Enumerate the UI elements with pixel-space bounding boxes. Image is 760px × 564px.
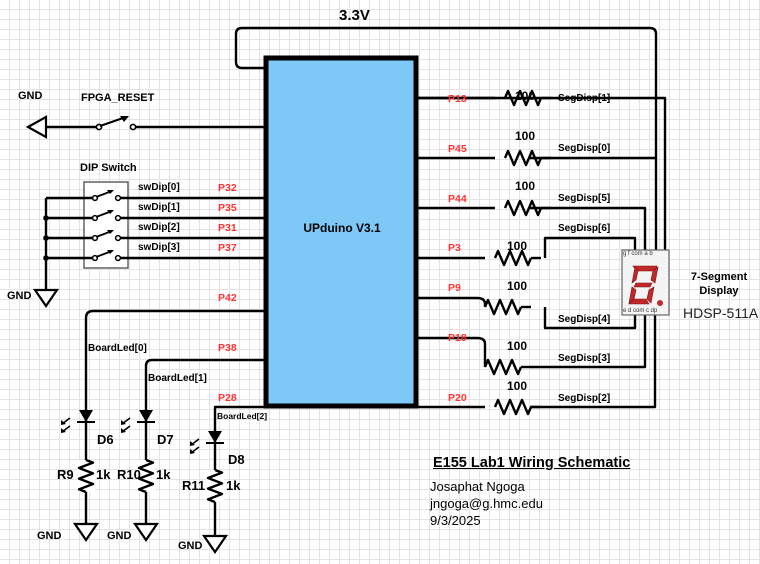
dip-switch-body[interactable]	[83, 181, 129, 269]
decimal-point	[657, 300, 663, 306]
seg-pin-4: P9	[448, 282, 461, 294]
resistor-icon-4	[483, 298, 523, 316]
seg-net-6: SegDisp[2]	[558, 393, 611, 404]
resistor-icon-6	[493, 398, 533, 416]
seg-pin-5: P18	[448, 332, 467, 344]
display-top-pins: g f com a b	[623, 251, 653, 257]
seg-wire-5	[418, 336, 487, 367]
resistor-icon-1	[503, 149, 543, 167]
seg-res-0: 100	[515, 89, 536, 103]
segment-e	[628, 286, 637, 304]
dip-pin-1: P35	[218, 202, 237, 214]
dip-gnd-label: GND	[7, 290, 32, 302]
seg-res-6: 100	[507, 379, 528, 393]
dip-switch-title: DIP Switch	[80, 162, 137, 174]
resistor-icon-2	[503, 199, 543, 217]
author-name: Josaphat Ngoga	[430, 479, 525, 494]
led-diode-1: D7	[157, 432, 174, 447]
led-resistor-icon-0	[77, 458, 95, 494]
segment-g	[633, 282, 653, 288]
display-part-number: HDSP-511A	[683, 305, 759, 321]
seg-res-1: 100	[515, 129, 536, 143]
led-res-value-1: 1k	[156, 467, 171, 482]
seg-res-4: 100	[507, 279, 528, 293]
seg-pin-6: P20	[448, 392, 467, 404]
reset-gnd-icon	[25, 115, 48, 139]
led-diode-icon-2	[208, 431, 222, 443]
led-diode-icon-1	[139, 410, 153, 422]
seg-pin-2: P44	[448, 193, 467, 205]
led-resistor-icon-1	[137, 458, 155, 494]
led-gnd-0: GND	[37, 530, 62, 542]
seg-net-5: SegDisp[3]	[558, 353, 611, 364]
reset-switch-label: FPGA_RESET	[81, 92, 155, 104]
segment-bus-wires	[418, 96, 667, 409]
led-pin-2: P28	[218, 392, 237, 404]
led-diode-0: D6	[97, 432, 114, 447]
seg-net-3: SegDisp[6]	[558, 223, 611, 234]
dip-gnd-icon	[32, 288, 60, 308]
dip-pin-2: P31	[218, 222, 237, 234]
segment-f	[631, 266, 639, 284]
led1-wire	[144, 358, 266, 500]
gnd-icon-1	[132, 522, 160, 542]
dip-net-0: swDip[0]	[138, 182, 180, 193]
led-net-1: BoardLed[1]	[148, 373, 207, 384]
dip-net-2: swDip[2]	[138, 222, 180, 233]
seven-segment-digit-icon	[628, 265, 663, 306]
led-gnd-1: GND	[107, 530, 132, 542]
led-res-value-2: 1k	[226, 478, 241, 493]
display-title-2: Display	[699, 285, 739, 297]
seg-net-2: SegDisp[5]	[558, 193, 611, 204]
led-res-name-0: R9	[57, 467, 74, 482]
supply-wire	[234, 26, 658, 250]
fpga-block[interactable]	[263, 55, 419, 409]
led-res-name-2: R11	[182, 478, 206, 493]
dip-pin-3: P37	[218, 242, 237, 254]
seg-pin-3: P3	[448, 242, 461, 254]
resistor-icon-3	[493, 249, 533, 267]
seg-pin-0: P13	[448, 93, 467, 105]
reset-switch-icon	[99, 116, 127, 127]
dip-net-1: swDip[1]	[138, 202, 180, 213]
reset-gnd-label: GND	[18, 90, 43, 102]
led-gnd-2: GND	[178, 540, 203, 552]
resistor-icon-5	[483, 358, 523, 376]
led0-wire	[84, 309, 266, 500]
dip-pin-0: P32	[218, 182, 237, 194]
led-pin-0: P42	[218, 292, 237, 304]
gnd-icon-2	[201, 534, 229, 554]
led-diode-icon-0	[79, 410, 93, 422]
led-res-value-0: 1k	[96, 467, 111, 482]
supply-label: 3.3V	[339, 7, 370, 24]
schematic-title: E155 Lab1 Wiring Schematic	[433, 455, 631, 471]
led-net-0: BoardLed[0]	[88, 343, 147, 354]
seg-res-3: 100	[507, 239, 528, 253]
led-diode-2: D8	[228, 452, 245, 467]
schematic-date: 9/3/2025	[430, 513, 481, 528]
author-email: jngoga@g.hmc.edu	[430, 496, 543, 511]
display-title-1: 7-Segment	[690, 271, 748, 283]
led-net-2: BoardLed[2]	[217, 411, 268, 421]
led-res-name-1: R10	[117, 467, 141, 482]
led-pin-1: P38	[218, 342, 237, 354]
seg-res-2: 100	[515, 179, 536, 193]
segment-c	[646, 286, 655, 304]
gnd-icon-0	[72, 522, 100, 542]
seg-net-0: SegDisp[1]	[558, 93, 611, 104]
dip-net-3: swDip[3]	[138, 242, 180, 253]
seg-net-1: SegDisp[0]	[558, 143, 611, 154]
fpga-name: UPduino V3.1	[303, 221, 381, 235]
display-bottom-pins: e d com c dp	[623, 308, 658, 314]
seg-net-4: SegDisp[4]	[558, 314, 611, 325]
seg-res-5: 100	[507, 339, 528, 353]
seg-pin-1: P45	[448, 143, 467, 155]
led-resistor-icon-2	[206, 468, 224, 504]
seg-wire-4	[418, 296, 487, 307]
segment-b	[650, 266, 659, 284]
